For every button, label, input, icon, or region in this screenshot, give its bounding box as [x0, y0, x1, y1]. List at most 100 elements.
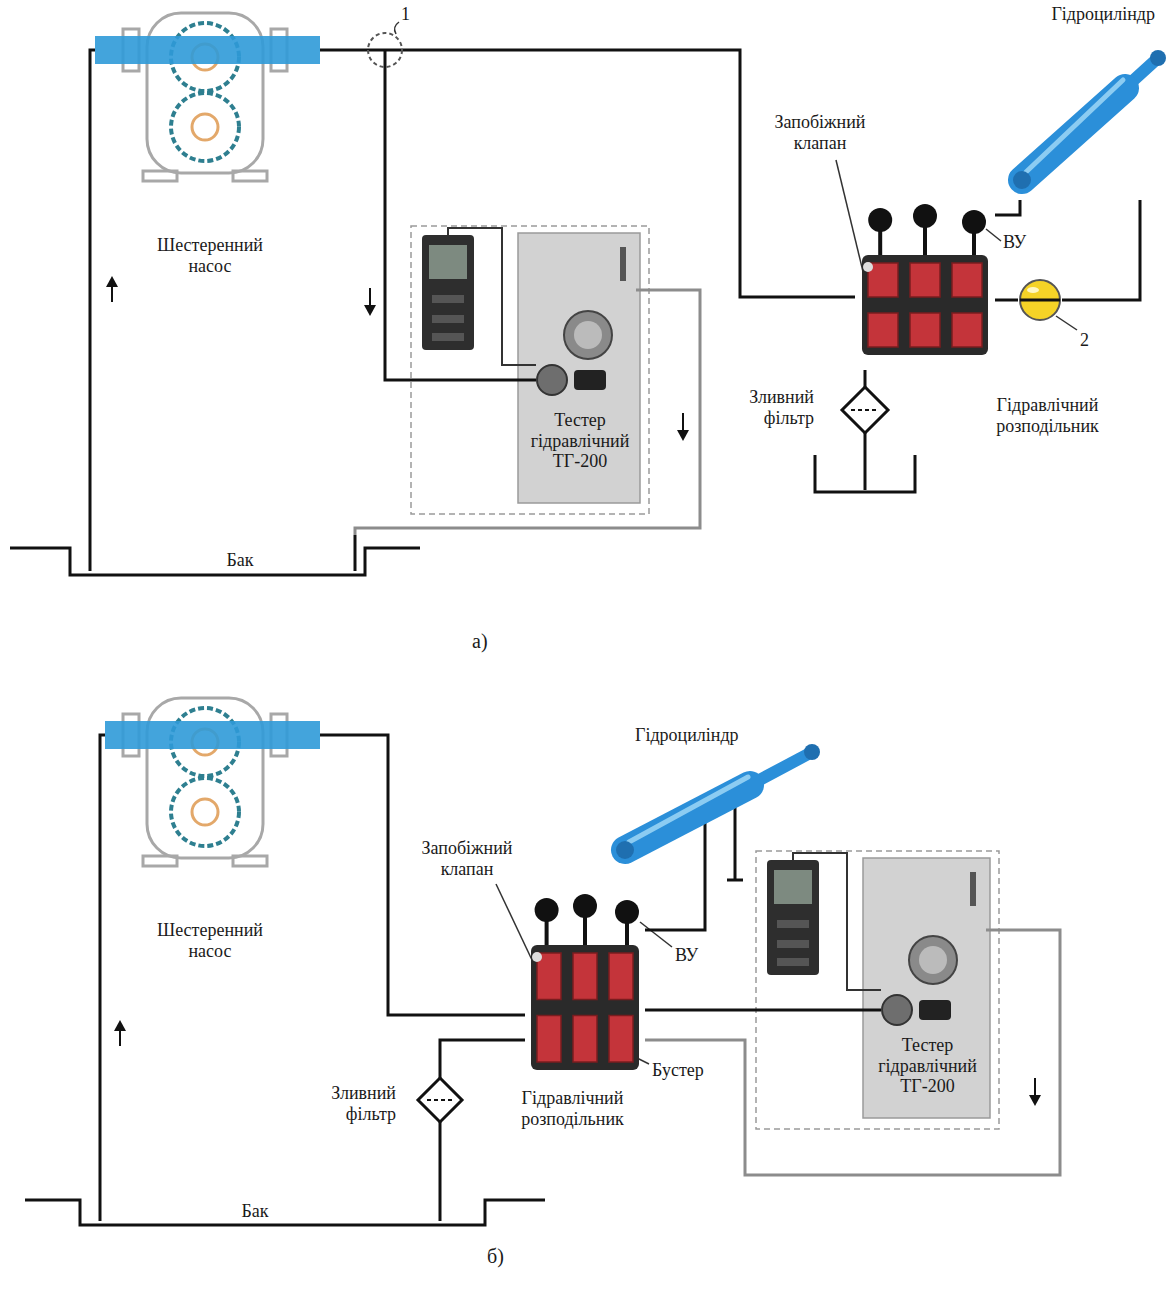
spool-section — [910, 313, 940, 347]
valve-body — [1020, 280, 1060, 320]
shape-outline — [525, 890, 645, 1085]
relief-port — [863, 262, 873, 272]
tank-pipe — [89, 535, 92, 571]
meter-button — [432, 295, 464, 303]
spool-section — [952, 313, 982, 347]
shape-outline — [418, 1078, 462, 1122]
arrow-head — [677, 430, 689, 441]
leader-line — [836, 160, 866, 284]
distributor-body — [862, 255, 988, 355]
pump-foot — [233, 856, 267, 866]
cylinder-eye — [616, 841, 634, 859]
spool-section — [910, 263, 940, 297]
hydraulic-tester: Тестер гідравлічний ТГ-200 — [755, 850, 1000, 1130]
arrow-head — [106, 276, 118, 287]
arrow-head — [1029, 1095, 1041, 1106]
leader-line — [986, 229, 1001, 241]
cylinder-eye — [1013, 171, 1031, 189]
pump-foot — [143, 856, 177, 866]
lever-knob — [962, 210, 986, 234]
pump-pipe — [95, 36, 320, 64]
cylinder-barrel — [625, 785, 750, 850]
pressure-gauge — [909, 936, 957, 984]
panel-bar — [970, 872, 976, 906]
callout-label: Запобіжний клапан — [760, 112, 880, 153]
shape-outline — [842, 387, 888, 433]
drain-pipe — [864, 433, 867, 490]
component-label: Зливний фільтр — [714, 387, 814, 428]
distributor-body — [531, 945, 639, 1070]
cylinder-barrel — [1022, 88, 1125, 180]
cylinder-port — [734, 800, 737, 880]
spool-section — [868, 313, 898, 347]
hydraulic-cylinder: Гідроциліндр — [1000, 0, 1165, 200]
panel-bar — [620, 247, 626, 281]
shape-outline — [1018, 278, 1062, 322]
tester-inlet — [755, 1009, 881, 1012]
pump-foot — [143, 171, 177, 181]
component-label: Гідравлічний розподільник — [480, 1088, 665, 1129]
tank-pipe — [354, 535, 357, 571]
pump-pipe — [105, 721, 320, 749]
pump-foot — [233, 171, 267, 181]
spool-section — [952, 263, 982, 297]
meter-button — [777, 920, 809, 928]
load-valve — [574, 370, 606, 390]
pump-gear — [171, 778, 239, 846]
component-label: Бак — [210, 550, 270, 571]
port-tick — [727, 879, 743, 882]
hydraulic-line — [90, 50, 95, 535]
tester-panel — [518, 233, 640, 503]
callout-number: 1 — [401, 4, 421, 25]
flow-sensor — [882, 995, 912, 1025]
meter-body — [767, 860, 819, 975]
hydraulic-tester: Тестер гідравлічний ТГ-200 — [410, 225, 650, 515]
tee-valve: 1 — [365, 30, 405, 70]
meter-body — [422, 235, 474, 350]
hydraulic-distributor: Гідравлічний розподільник — [525, 890, 645, 1085]
leader-line — [640, 922, 672, 947]
callout-label: ВУ — [675, 945, 698, 966]
hydraulic-line — [440, 1040, 525, 1078]
arrow-head — [364, 305, 376, 316]
shape-outline — [1000, 0, 1165, 200]
relief-port — [532, 952, 542, 962]
hydraulic-line — [320, 735, 525, 1015]
shape-outline — [755, 850, 1000, 1130]
hydraulic-line — [645, 1009, 755, 1012]
tester-outlet — [986, 929, 1000, 932]
hydraulic-line — [385, 70, 410, 380]
callout-label: ВУ — [1003, 232, 1026, 253]
leader-line — [496, 884, 532, 960]
leader-line — [395, 22, 399, 34]
tank-outline — [25, 1200, 545, 1225]
filter-element — [851, 409, 879, 411]
gauge-face — [919, 946, 947, 974]
spool-section — [537, 1016, 561, 1063]
cylinder-port — [704, 815, 707, 880]
shape-outline — [80, 1185, 485, 1228]
arrow-head — [114, 1020, 126, 1031]
pump-gear — [171, 93, 239, 161]
subfigure-label: б) — [487, 1245, 504, 1268]
component-label: Тестер гідравлічний ТГ-200 — [520, 410, 640, 472]
callout-label: Бустер — [652, 1060, 704, 1081]
barrel-highlight — [1026, 80, 1123, 172]
lever-knob — [913, 204, 937, 228]
shape-outline — [855, 200, 995, 370]
component-label: Тестер гідравлічний ТГ-200 — [865, 1035, 990, 1097]
meter-button — [777, 958, 809, 966]
component-label: Гідроциліндр — [635, 725, 775, 746]
tank-pipe — [439, 1185, 442, 1221]
oil-tank: Бак — [80, 1185, 485, 1228]
gauge-face — [574, 321, 602, 349]
load-valve — [919, 1000, 951, 1020]
tank-outline — [10, 548, 420, 575]
lever-knob — [535, 898, 559, 922]
meter-screen — [774, 870, 812, 904]
valve-bar — [1020, 299, 1060, 302]
subfigure-label: а) — [472, 630, 488, 653]
tester-frame — [756, 851, 999, 1129]
